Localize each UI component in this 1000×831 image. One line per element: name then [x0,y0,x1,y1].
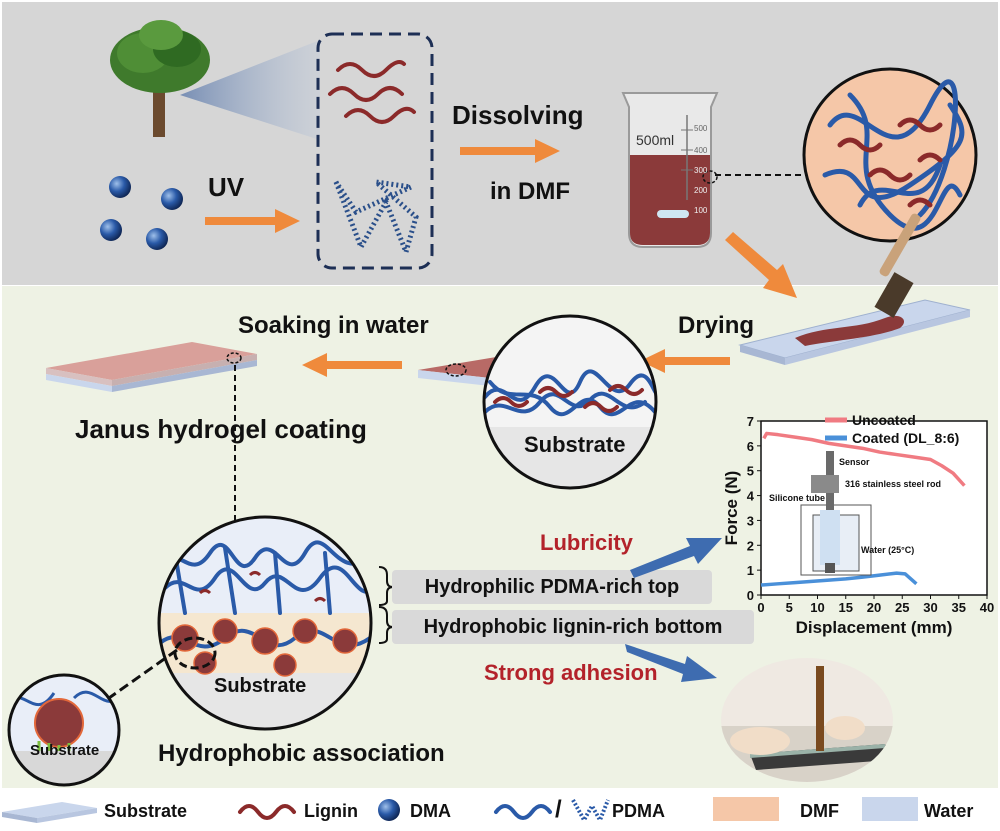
legend-pdma-label: PDMA [612,801,665,821]
legend-pdma-bead-icon [571,799,610,825]
legend-lignin-label: Lignin [304,801,358,821]
adhesion-arrow [625,644,717,682]
chart-xlabel: Displacement (mm) [796,618,953,637]
legend-uncoated-label: Uncoated [852,412,916,428]
x-tick-label: 20 [867,600,881,615]
janus-coating-label: Janus hydrogel coating [75,414,367,444]
y-tick-label: 2 [747,538,754,553]
solution-zoom-circle [802,67,978,243]
legend-substrate-icon [2,802,97,823]
legend-coated-label: Coated (DL_8:6) [852,430,959,446]
substrate-label-big: Substrate [214,675,307,697]
layer-top-box: Hydrophilic PDMA-rich top [392,570,712,604]
substrate-label-small: Substrate [30,742,100,759]
legend-pdma-chain-icon [494,804,552,820]
inset-sensor-label: Sensor [839,457,870,467]
beaker-mark-300: 300 [694,166,708,175]
force-displacement-chart: 0 5 10 15 20 25 30 35 40 0 1 2 3 4 5 6 7 Sensor 316 stai… [722,412,994,637]
legend-substrate-label: Substrate [104,801,188,821]
legend-slash: / [555,796,562,823]
x-tick-label: 35 [952,600,966,615]
legend-dma-label: DMA [410,801,451,821]
zoom-dash-line [715,174,810,176]
dma-spheres [100,176,183,250]
substrate-zoom-circle [482,314,658,490]
janus-dash-line [234,365,236,545]
uv-arrow [205,209,300,233]
series-line-0 [762,431,966,487]
y-tick-label: 7 [747,414,754,429]
legend-lignin-icon [238,804,296,820]
janus-coated-slab [46,342,257,392]
y-tick-label: 4 [747,489,755,504]
series-line-1 [760,571,918,587]
to-brush-arrow [725,232,797,298]
tensile-setup-inset [800,451,872,576]
beaker-volume-label: 500ml [636,132,675,148]
drying-label: Drying [678,312,755,339]
y-tick-label: 5 [747,464,754,479]
hydrophobic-association-label: Hydrophobic association [158,740,445,767]
legend-dmf-swatch [713,797,779,821]
x-tick-label: 30 [923,600,937,615]
x-tick-label: 10 [810,600,824,615]
adhesion-label: Strong adhesion [484,660,658,685]
janus-structure-circle [157,515,373,731]
brushing-substrate [738,213,971,365]
dissolving-label: Dissolving [452,100,584,130]
x-tick-label: 25 [895,600,909,615]
beaker-icon [621,92,719,248]
x-tick-label: 0 [757,600,764,615]
magnify-cone [180,40,320,140]
x-tick-label: 5 [786,600,793,615]
lubricity-label: Lubricity [540,530,633,555]
beaker-mark-400: 400 [694,146,708,155]
beaker-mark-500: 500 [694,124,708,133]
in-dmf-label: in DMF [490,178,570,205]
y-tick-label: 6 [747,439,754,454]
beaker-mark-100: 100 [694,206,708,215]
tree-icon [110,20,210,137]
chart-legend: Uncoated Coated (DL_8:6) [825,412,959,446]
legend-dmf-label: DMF [800,801,839,821]
inset-rod-label: 316 stainless steel rod [845,479,941,489]
y-tick-label: 0 [747,588,754,603]
soaking-label: Soaking in water [238,312,429,339]
legend-water-swatch [862,797,918,821]
legend-dma-icon [378,799,400,821]
y-tick-label: 3 [747,513,754,528]
drying-arrow [640,349,730,373]
dissolving-arrow [460,139,560,163]
inset-water-label: Water (25°C) [861,545,914,555]
association-circle [7,673,121,787]
y-tick-label: 1 [747,563,754,578]
beaker-mark-200: 200 [694,186,708,195]
substrate-label-middle: Substrate [524,432,626,457]
chart-ylabel: Force (N) [722,471,741,546]
dashed-box [316,32,434,270]
adhesion-test-photo [721,658,893,782]
soaking-arrow [302,353,402,377]
uv-label: UV [208,172,245,202]
association-dash-line [91,648,178,712]
legend-water-label: Water [924,801,974,821]
plot-area [760,420,988,596]
x-tick-label: 40 [980,600,994,615]
lubricity-arrow [630,538,722,578]
inset-tube-label: Silicone tube [769,493,825,503]
x-tick-label: 15 [839,600,853,615]
layer-bottom-box: Hydrophobic lignin-rich bottom [392,610,754,644]
